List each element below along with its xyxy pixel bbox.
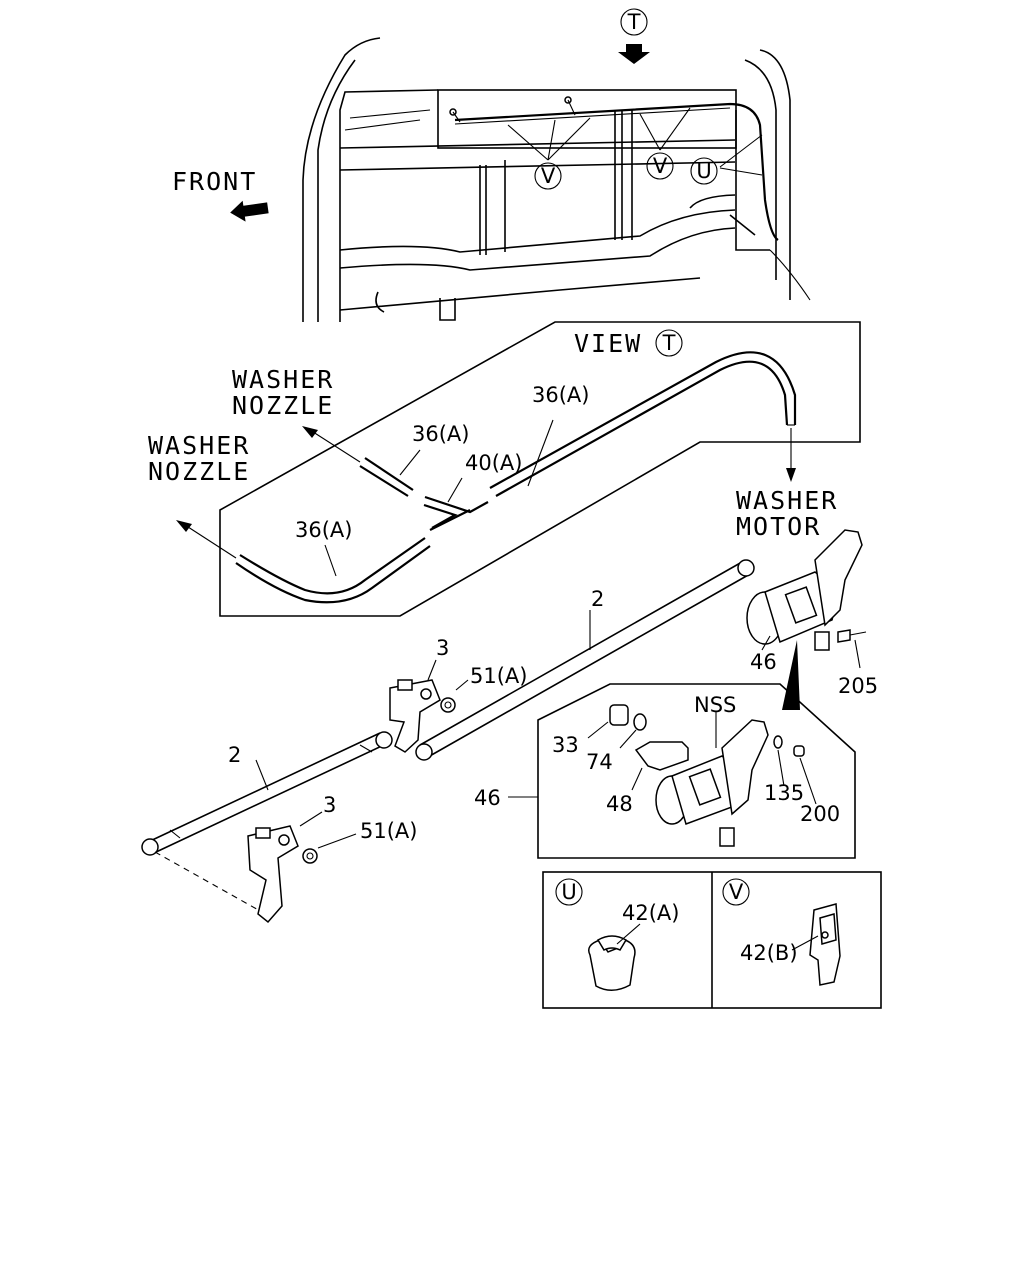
link-2-lower-label: 2	[228, 743, 241, 767]
motor-46-label: 46	[750, 650, 777, 674]
arrow-icon	[302, 426, 318, 438]
washer-motor-label-line1: WASHER	[736, 486, 838, 515]
pivot-3-upper-label: 3	[436, 636, 449, 660]
arrow-icon	[176, 520, 192, 532]
detail-46-label: 46	[474, 786, 501, 810]
arrow-icon	[786, 468, 796, 482]
joint-40a-label: 40(A)	[465, 451, 522, 475]
washer-nozzle-label-1-line1: WASHER	[232, 365, 334, 394]
clip-panel-u-mark: U	[561, 880, 576, 904]
nut-51a-lower-label: 51(A)	[360, 819, 417, 843]
bolt-205-label: 205	[838, 674, 878, 698]
clip-panels	[542, 871, 882, 1009]
wiper-linkage	[141, 529, 867, 924]
front-arrow-icon	[230, 200, 269, 222]
nut-51a-upper-label: 51(A)	[470, 664, 527, 688]
washer-nozzle-label-2-line1: WASHER	[148, 431, 250, 460]
part-33-label: 33	[552, 733, 579, 757]
hose-36a-mid-label: 36(A)	[412, 422, 469, 446]
view-title: VIEW	[574, 329, 642, 358]
clip-mark-U: U	[696, 159, 711, 183]
detail-arrow-icon	[782, 640, 800, 710]
clip-42b-label: 42(B)	[740, 941, 798, 965]
part-200-label: 200	[800, 802, 840, 826]
hose-36a-top-label: 36(A)	[532, 383, 589, 407]
vehicle-body-view: T V V U	[302, 8, 811, 322]
motor-detail-panel	[508, 683, 856, 859]
down-arrow-icon	[618, 44, 650, 64]
hose-36a-low-label: 36(A)	[295, 518, 352, 542]
washer-nozzle-label-1-line2: NOZZLE	[232, 391, 334, 420]
part-135-label: 135	[764, 781, 804, 805]
clip-mark-V1: V	[541, 164, 556, 188]
clip-mark-V2: V	[653, 154, 668, 178]
view-mark-T: T	[627, 10, 641, 34]
front-label: FRONT	[172, 167, 257, 196]
clip-panel-v-mark: V	[729, 880, 744, 904]
view-title-mark: T	[662, 331, 676, 355]
clip-42a-label: 42(A)	[622, 901, 679, 925]
washer-nozzle-label-2-line2: NOZZLE	[148, 457, 250, 486]
part-48-label: 48	[606, 792, 633, 816]
washer-motor-label-line2: MOTOR	[736, 512, 821, 541]
link-2-upper-label: 2	[591, 587, 604, 611]
part-74-label: 74	[586, 750, 613, 774]
pivot-3-lower-label: 3	[323, 793, 336, 817]
nss-label: NSS	[694, 693, 736, 717]
view-t-panel: VIEW T	[176, 321, 861, 617]
